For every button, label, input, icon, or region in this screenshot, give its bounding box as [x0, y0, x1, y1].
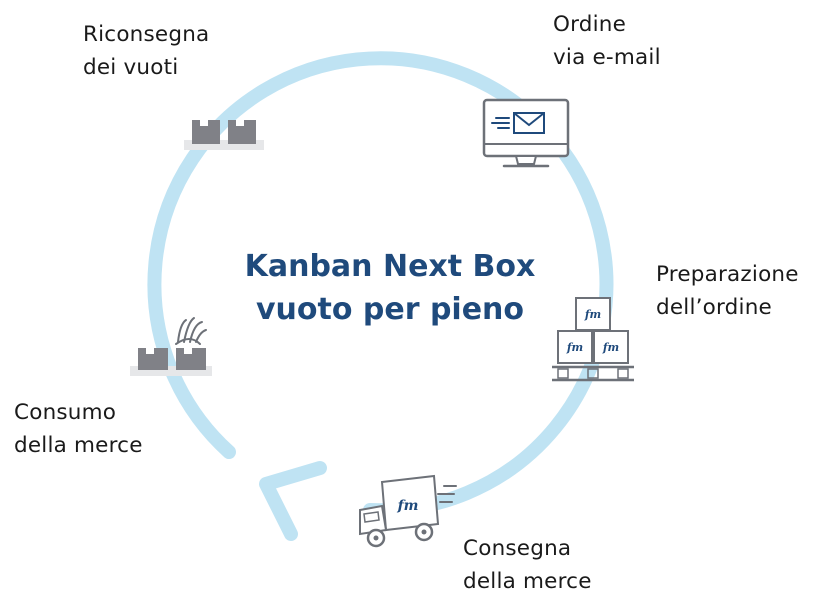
hand-boxes-icon: [130, 317, 212, 376]
diagram-title: Kanban Next Box vuoto per pieno: [190, 245, 590, 331]
svg-text:fm: fm: [566, 341, 583, 354]
empty-boxes-icon: [184, 120, 264, 150]
step-label-return: Riconsegna dei vuoti: [83, 22, 210, 80]
step-label-preparation: Preparazione dell’ordine: [656, 262, 799, 320]
arrowhead-icon: [259, 461, 327, 541]
computer-email-icon: [482, 98, 570, 168]
svg-text:fm: fm: [397, 498, 419, 514]
step-label-order: Ordine via e-mail: [553, 12, 661, 70]
delivery-truck-icon: fm: [359, 474, 457, 548]
step-label-delivery: Consegna della merce: [463, 536, 592, 594]
pallet-boxes-icon: fm fm fm: [552, 297, 634, 382]
title-line-2: vuoto per pieno: [255, 292, 525, 327]
title-line-1: Kanban Next Box: [244, 249, 536, 284]
fm-logo-icon: fm: [584, 308, 601, 321]
step-label-consumption: Consumo della merce: [14, 400, 143, 458]
svg-text:fm: fm: [602, 341, 619, 354]
